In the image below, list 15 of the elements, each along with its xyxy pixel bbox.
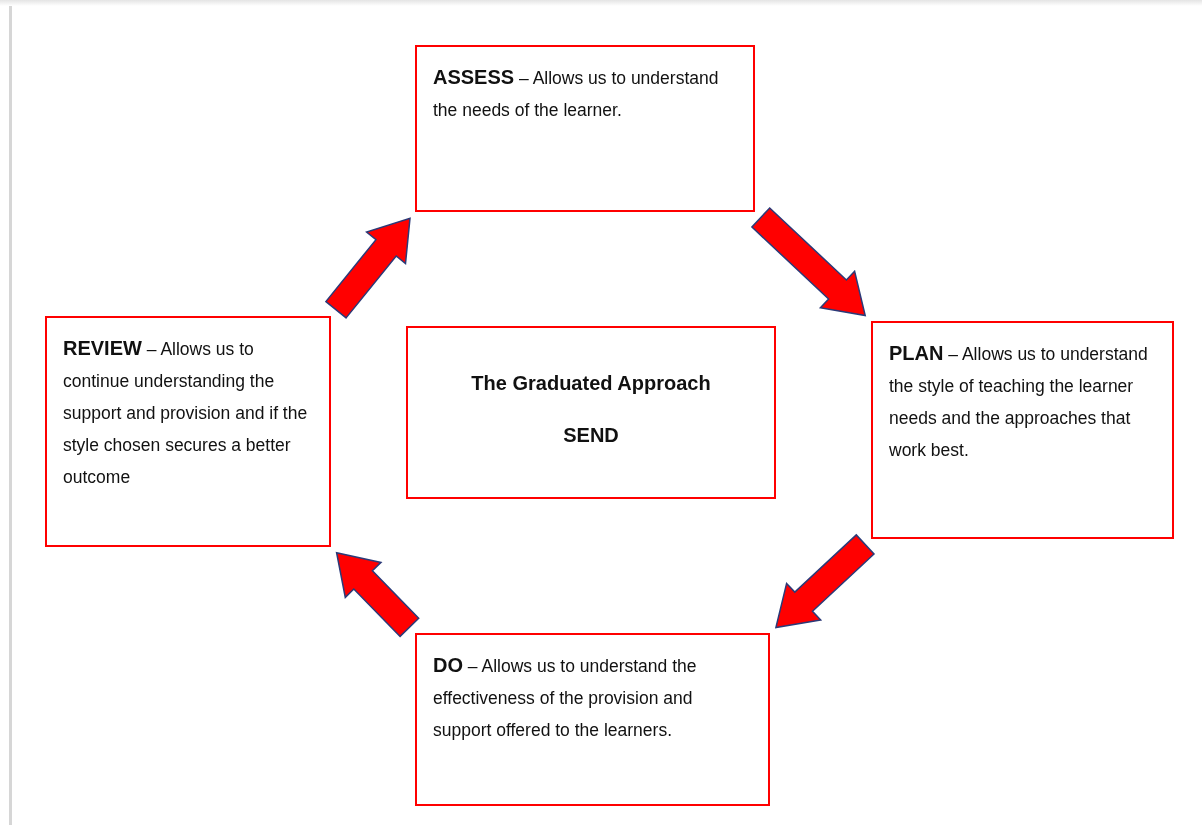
description: ASSESS – Allows us to understand the needs of the learner. [433,65,720,122]
block-arrow [335,551,420,638]
text-box [415,633,770,806]
text-box [415,45,755,212]
description: DO – Allows us to understand the effectiveness of the provision and support offered to the learners. [433,653,698,742]
block-arrow [324,217,411,319]
description: PLAN – Allows us to understand the style of teaching the learner needs and the approaches that work best. [889,341,1149,462]
heading: The Graduated Approach [471,371,711,396]
block-arrow [750,206,867,317]
text-box [871,321,1174,539]
description: REVIEW – Allows us to continue understanding the support and provision and if the style chosen secures a better outcome [63,336,309,489]
heading: SEND [563,423,619,448]
text-box [45,316,331,547]
text-box [406,326,776,499]
block-arrow [774,533,876,629]
